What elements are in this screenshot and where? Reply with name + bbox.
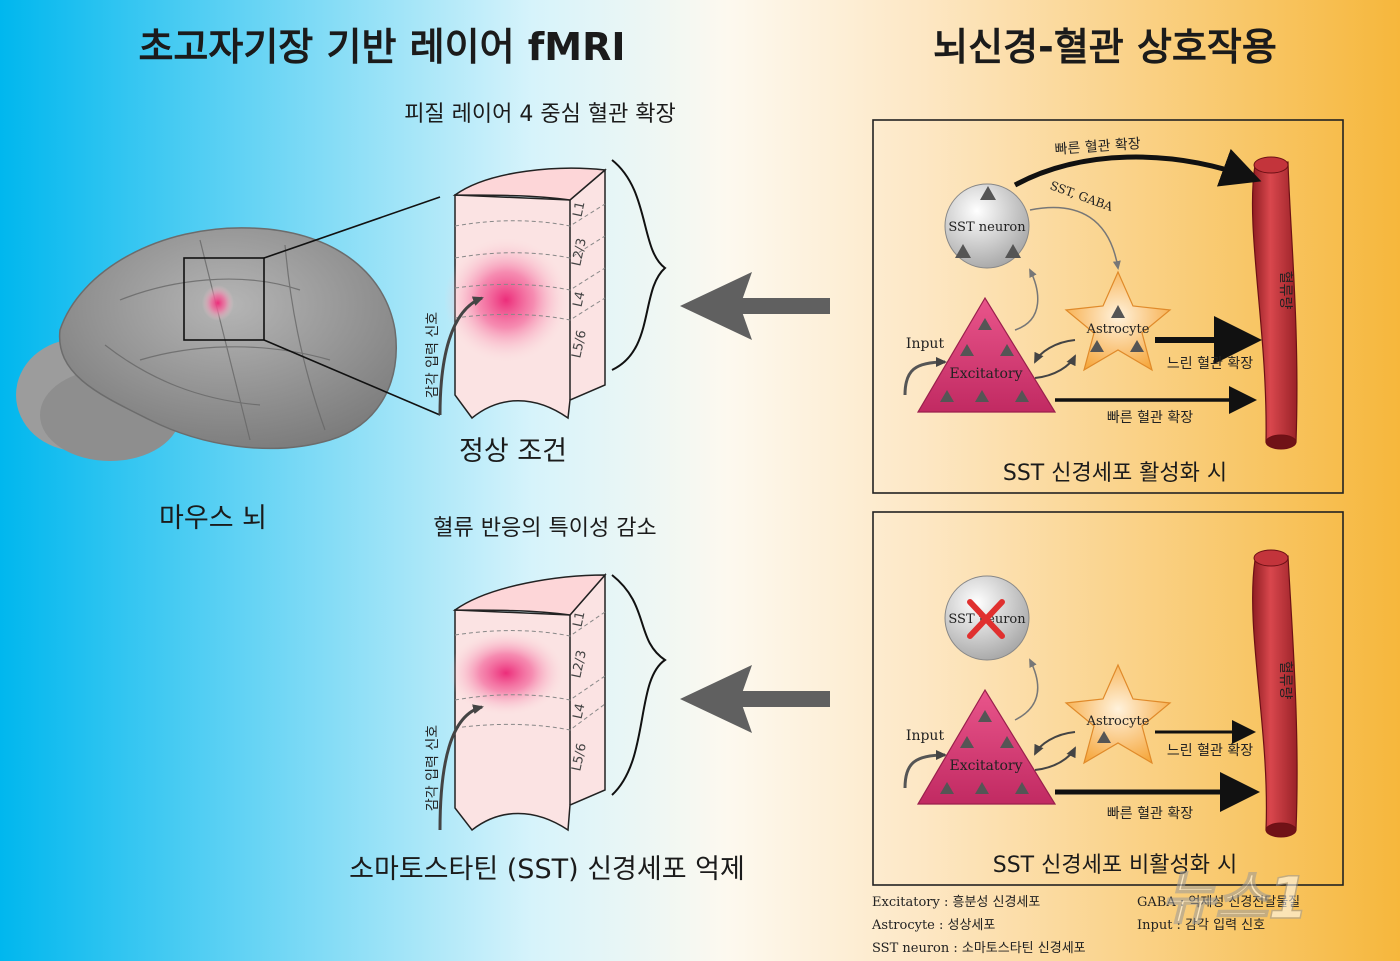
normal-input-label: 감각 입력 신호 xyxy=(425,312,441,398)
inactive-astro-label: Astrocyte xyxy=(1086,714,1150,729)
active-vessel-label: 혈류량 xyxy=(1277,271,1293,310)
suppressed-layer-3: L4 xyxy=(571,702,589,720)
sst-disabled-x-icon xyxy=(967,599,1005,639)
normal-footer: 정상 조건 xyxy=(459,436,567,467)
active-excit-label: Excitatory xyxy=(949,366,1022,382)
normal-layer-1: L1 xyxy=(571,200,589,218)
inactive-slow-label: 느린 혈관 확장 xyxy=(1167,743,1253,759)
arrow-to-normal xyxy=(680,272,830,340)
active-astro-label: Astrocyte xyxy=(1086,322,1150,337)
active-sst-label: SST neuron xyxy=(948,220,1026,235)
suppressed-layer-1: L1 xyxy=(571,610,589,628)
panel-sst-active xyxy=(872,119,1344,494)
active-input-label: Input xyxy=(906,336,945,352)
normal-layer-4: L5/6 xyxy=(569,329,590,360)
arrow-to-suppressed xyxy=(680,665,830,733)
legend-excitatory: Excitatory : 흥분성 신경세포 xyxy=(872,895,1040,910)
legend-astrocyte: Astrocyte : 성상세포 xyxy=(871,918,995,933)
suppressed-layer-4: L5/6 xyxy=(569,742,590,773)
left-title: 초고자기장 기반 레이어 fMRI xyxy=(138,25,625,69)
watermark-text: 뉴스1 xyxy=(1161,864,1308,932)
mouse-brain-illustration xyxy=(16,196,441,461)
right-title: 뇌신경-혈관 상호작용 xyxy=(933,25,1277,69)
legend-sst: SST neuron : 소마토스타틴 신경세포 xyxy=(872,941,1086,956)
inactive-excit-label: Excitatory xyxy=(949,758,1022,774)
active-fast-top: 빠른 혈관 확장 xyxy=(1054,136,1141,158)
brain-activation-spot xyxy=(202,285,234,321)
inactive-input-label: Input xyxy=(906,728,945,744)
normal-header: 피질 레이어 4 중심 혈관 확장 xyxy=(404,102,676,127)
suppressed-input-label: 감각 입력 신호 xyxy=(425,725,441,811)
legend-input: Input : 감각 입력 신호 xyxy=(1137,918,1265,933)
cortical-column-normal xyxy=(438,159,667,420)
brain-label: 마우스 뇌 xyxy=(159,503,267,534)
legend-gaba: GABA : 억제성 신경전달물질 xyxy=(1137,895,1300,910)
suppressed-footer: 소마토스타틴 (SST) 신경세포 억제 xyxy=(349,854,745,885)
normal-layer-2: L2/3 xyxy=(569,237,590,268)
panel-sst-inactive xyxy=(872,511,1344,886)
inactive-fast-bottom-label: 빠른 혈관 확장 xyxy=(1107,806,1193,822)
cortical-column-suppressed xyxy=(438,573,667,832)
normal-layer-3: L4 xyxy=(571,290,589,308)
active-caption: SST 신경세포 활성화 시 xyxy=(1003,461,1227,486)
active-slow-label: 느린 혈관 확장 xyxy=(1167,356,1253,372)
suppressed-layer-2: L2/3 xyxy=(569,649,590,680)
news1-watermark: 뉴스1 xyxy=(1161,863,1310,933)
inactive-vessel-label: 혈류량 xyxy=(1277,661,1293,700)
active-fast-bottom-label: 빠른 혈관 확장 xyxy=(1107,410,1193,426)
inactive-caption: SST 신경세포 비활성화 시 xyxy=(993,853,1238,878)
zoom-box xyxy=(183,257,265,341)
suppressed-header: 혈류 반응의 특이성 감소 xyxy=(433,516,656,541)
